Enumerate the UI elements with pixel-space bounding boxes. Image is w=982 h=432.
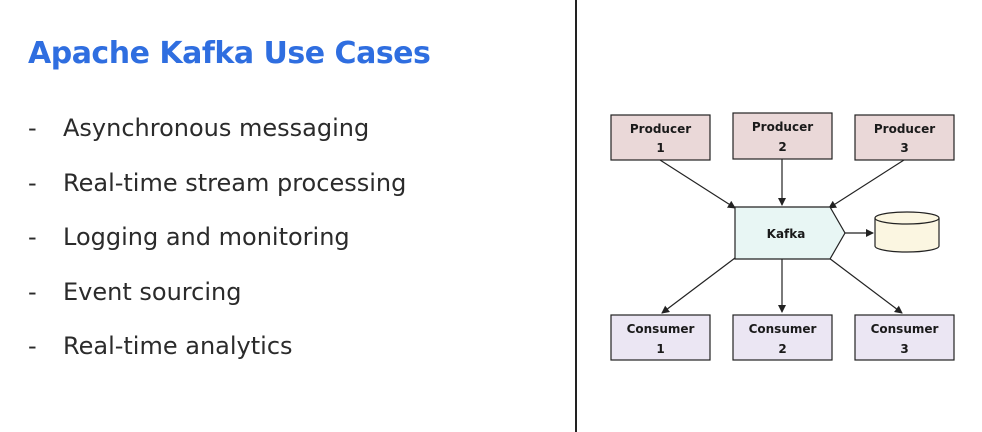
- arrow-kafka-to-consumer3: [828, 257, 903, 314]
- use-case-text: Asynchronous messaging: [63, 114, 370, 142]
- use-case-item: -Event sourcing: [28, 274, 406, 329]
- arrow-kafka-to-consumer1: [661, 257, 736, 314]
- producer-node: Producer 1: [610, 114, 711, 161]
- consumer-number: 1: [656, 342, 664, 356]
- kafka-node: Kafka: [734, 206, 846, 260]
- producer-number: 2: [778, 140, 786, 154]
- cylinder-body: [874, 218, 940, 253]
- producer-box: [610, 114, 711, 161]
- consumer-node: Consumer 3: [854, 314, 955, 361]
- consumer-number: 3: [900, 342, 908, 356]
- use-case-item: -Real-time stream processing: [28, 165, 406, 220]
- producer-box: [854, 114, 955, 161]
- use-case-item: -Logging and monitoring: [28, 219, 406, 274]
- kafka-label: Kafka: [767, 227, 806, 241]
- storage-cylinder: [874, 211, 940, 253]
- producer-node: Producer 2: [732, 112, 833, 160]
- use-case-item: -Asynchronous messaging: [28, 110, 406, 165]
- bullet-dash: -: [28, 277, 37, 306]
- consumer-box: [610, 314, 711, 361]
- consumer-label: Consumer: [627, 322, 695, 336]
- producer-label: Producer: [752, 120, 813, 134]
- consumer-node: Consumer 2: [732, 314, 833, 361]
- consumer-box: [854, 314, 955, 361]
- producer-label: Producer: [874, 122, 935, 136]
- slide-title: Apache Kafka Use Cases: [28, 36, 431, 71]
- cylinder-top: [874, 211, 940, 225]
- use-case-list: -Asynchronous messaging -Real-time strea…: [28, 110, 406, 383]
- connector-arrows: [659, 159, 905, 314]
- consumer-label: Consumer: [871, 322, 939, 336]
- use-case-item: -Real-time analytics: [28, 328, 406, 383]
- arrow-producer1-to-kafka: [659, 159, 736, 209]
- consumer-node: Consumer 1: [610, 314, 711, 361]
- use-case-text: Logging and monitoring: [63, 223, 350, 251]
- bullet-dash: -: [28, 168, 37, 197]
- consumer-box: [732, 314, 833, 361]
- use-case-text: Event sourcing: [63, 277, 242, 306]
- producer-node: Producer 3: [854, 114, 955, 161]
- consumer-label: Consumer: [749, 322, 817, 336]
- bullet-dash: -: [28, 332, 37, 360]
- kafka-box: [734, 206, 846, 260]
- bullet-dash: -: [28, 223, 37, 251]
- use-case-text: Real-time analytics: [63, 332, 293, 360]
- use-case-text: Real-time stream processing: [63, 168, 407, 197]
- bullet-dash: -: [28, 114, 37, 142]
- producer-label: Producer: [630, 122, 691, 136]
- producer-number: 3: [900, 141, 908, 155]
- producer-box: [732, 112, 833, 160]
- producer-number: 1: [656, 141, 664, 155]
- consumer-number: 2: [778, 342, 786, 356]
- vertical-divider: [575, 0, 577, 432]
- arrow-producer3-to-kafka: [828, 159, 905, 209]
